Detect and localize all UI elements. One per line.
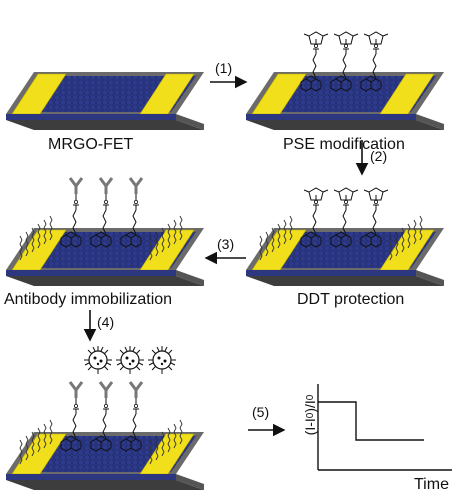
ddt-protected-device xyxy=(245,187,445,287)
step-label-5: (5) xyxy=(252,404,270,420)
response-plot xyxy=(317,384,452,471)
antigen-binding-device xyxy=(5,380,205,491)
step-label-4: (4) xyxy=(97,314,115,330)
pse-modified-device xyxy=(245,31,445,131)
mrgo-fet-device xyxy=(5,71,205,131)
step-label-2: (2) xyxy=(370,148,388,164)
antigen-virus-icons xyxy=(83,345,177,375)
response-trace xyxy=(318,401,424,441)
step-label-1: (1) xyxy=(215,60,233,76)
plot-x-axis-label: Time xyxy=(414,476,449,493)
antibody-immobilized-device xyxy=(5,176,205,287)
label-ddt-protection: DDT protection xyxy=(297,291,405,308)
label-antibody-immobilization: Antibody immobilization xyxy=(4,291,173,308)
label-pse-modification: PSE modification xyxy=(283,136,405,153)
label-mrgo-fet: MRGO-FET xyxy=(48,136,134,153)
step-label-3: (3) xyxy=(217,236,235,252)
